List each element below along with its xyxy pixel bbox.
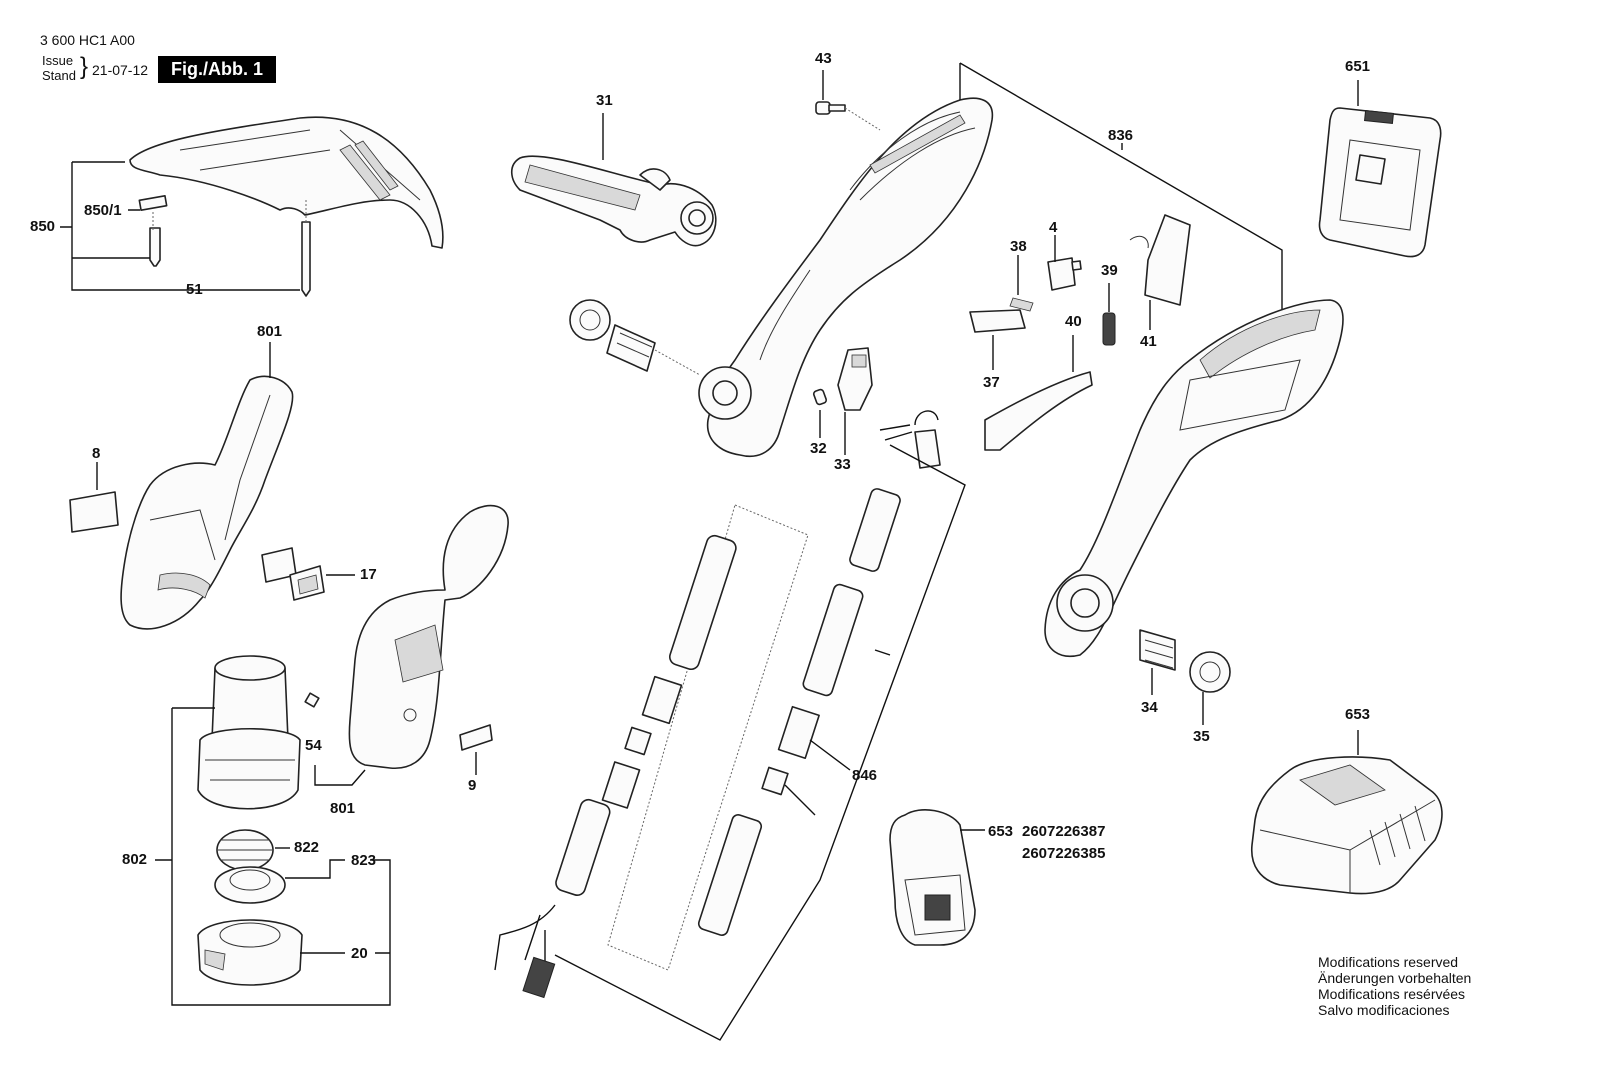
callout-4: 4 xyxy=(1049,219,1058,236)
spring-38-drawing xyxy=(1009,297,1034,312)
callout-850-1: 850/1 xyxy=(84,202,122,219)
note-fr: Modifications resérvées xyxy=(1318,986,1466,1002)
housing-half-836b-drawing xyxy=(1044,299,1344,657)
callout-35: 35 xyxy=(1193,728,1210,745)
note-de: Änderungen vorbehalten xyxy=(1318,970,1472,986)
screw-43-drawing xyxy=(815,101,846,115)
callout-54: 54 xyxy=(305,737,322,754)
callout-33: 33 xyxy=(834,456,851,473)
callout-9: 9 xyxy=(468,777,477,794)
part-number: 3 600 HC1 A00 xyxy=(40,32,135,48)
note-es: Salvo modificaciones xyxy=(1318,1002,1450,1018)
callout-822: 822 xyxy=(294,839,320,856)
callout-20: 20 xyxy=(351,945,368,962)
callout-836: 836 xyxy=(1108,127,1134,144)
callout-802: 802 xyxy=(122,851,148,868)
callout-43: 43 xyxy=(815,50,832,67)
motor-housing-801a-drawing xyxy=(120,375,294,630)
clips-17-drawing xyxy=(261,547,325,601)
brace-glyph: } xyxy=(80,53,89,80)
callout-40: 40 xyxy=(1065,313,1082,330)
callout-846: 846 xyxy=(852,767,878,784)
callout-8: 8 xyxy=(92,445,101,462)
knob-left-drawing xyxy=(569,299,656,372)
callout-31: 31 xyxy=(596,92,613,109)
callout-653-cover: 653 xyxy=(988,823,1014,840)
cap-20-drawing xyxy=(197,919,303,986)
callout-17: 17 xyxy=(360,566,377,583)
callout-823: 823 xyxy=(351,852,377,869)
part-37-drawing xyxy=(969,309,1026,333)
part-32-drawing xyxy=(812,388,828,406)
order-code-2: 2607226385 xyxy=(1022,845,1106,862)
part-40-drawing xyxy=(984,371,1093,451)
order-code-1: 2607226387 xyxy=(1022,823,1106,840)
spring-822-drawing xyxy=(216,829,274,871)
callout-32: 32 xyxy=(810,440,827,457)
stand-label: Stand xyxy=(42,68,76,83)
housing-half-836a-drawing xyxy=(698,97,994,457)
motor-housing-801b-drawing xyxy=(348,504,509,769)
issue-date: 21-07-12 xyxy=(92,62,149,78)
callout-651: 651 xyxy=(1345,58,1371,75)
motor-802-drawing xyxy=(197,655,301,810)
charger-653-drawing xyxy=(1251,756,1443,895)
callout-850: 850 xyxy=(30,218,56,235)
callout-37: 37 xyxy=(983,374,1000,391)
issue-label: Issue xyxy=(42,53,74,68)
handle-31-drawing xyxy=(510,155,717,247)
spool-drawing xyxy=(214,866,286,904)
modifications-note: Modifications reserved Änderungen vorbeh… xyxy=(1318,954,1471,1018)
label-9-drawing xyxy=(459,724,493,751)
part-41-drawing xyxy=(1144,214,1191,306)
knob-35-drawing xyxy=(1189,651,1231,693)
guard-850-drawing xyxy=(129,116,444,297)
part-39-drawing xyxy=(1102,312,1116,346)
part-54-drawing xyxy=(304,692,320,708)
part-4-drawing xyxy=(1047,257,1076,291)
figure-badge: Fig./Abb. 1 xyxy=(158,56,276,83)
callout-653-charger: 653 xyxy=(1345,706,1371,723)
callout-41: 41 xyxy=(1140,333,1157,350)
switch-33-drawing xyxy=(837,347,873,411)
cover-653-drawing xyxy=(889,809,976,946)
label-8-drawing xyxy=(69,491,119,533)
callout-39: 39 xyxy=(1101,262,1118,279)
spring-34-drawing xyxy=(1139,629,1176,671)
callout-51: 51 xyxy=(186,281,203,298)
callout-34: 34 xyxy=(1141,699,1158,716)
battery-651-drawing xyxy=(1318,107,1442,258)
callout-801-lower: 801 xyxy=(330,800,356,817)
callout-801-upper: 801 xyxy=(257,323,283,340)
note-en: Modifications reserved xyxy=(1318,954,1459,970)
callout-38: 38 xyxy=(1010,238,1027,255)
cable-assembly-846-drawing xyxy=(494,410,941,999)
